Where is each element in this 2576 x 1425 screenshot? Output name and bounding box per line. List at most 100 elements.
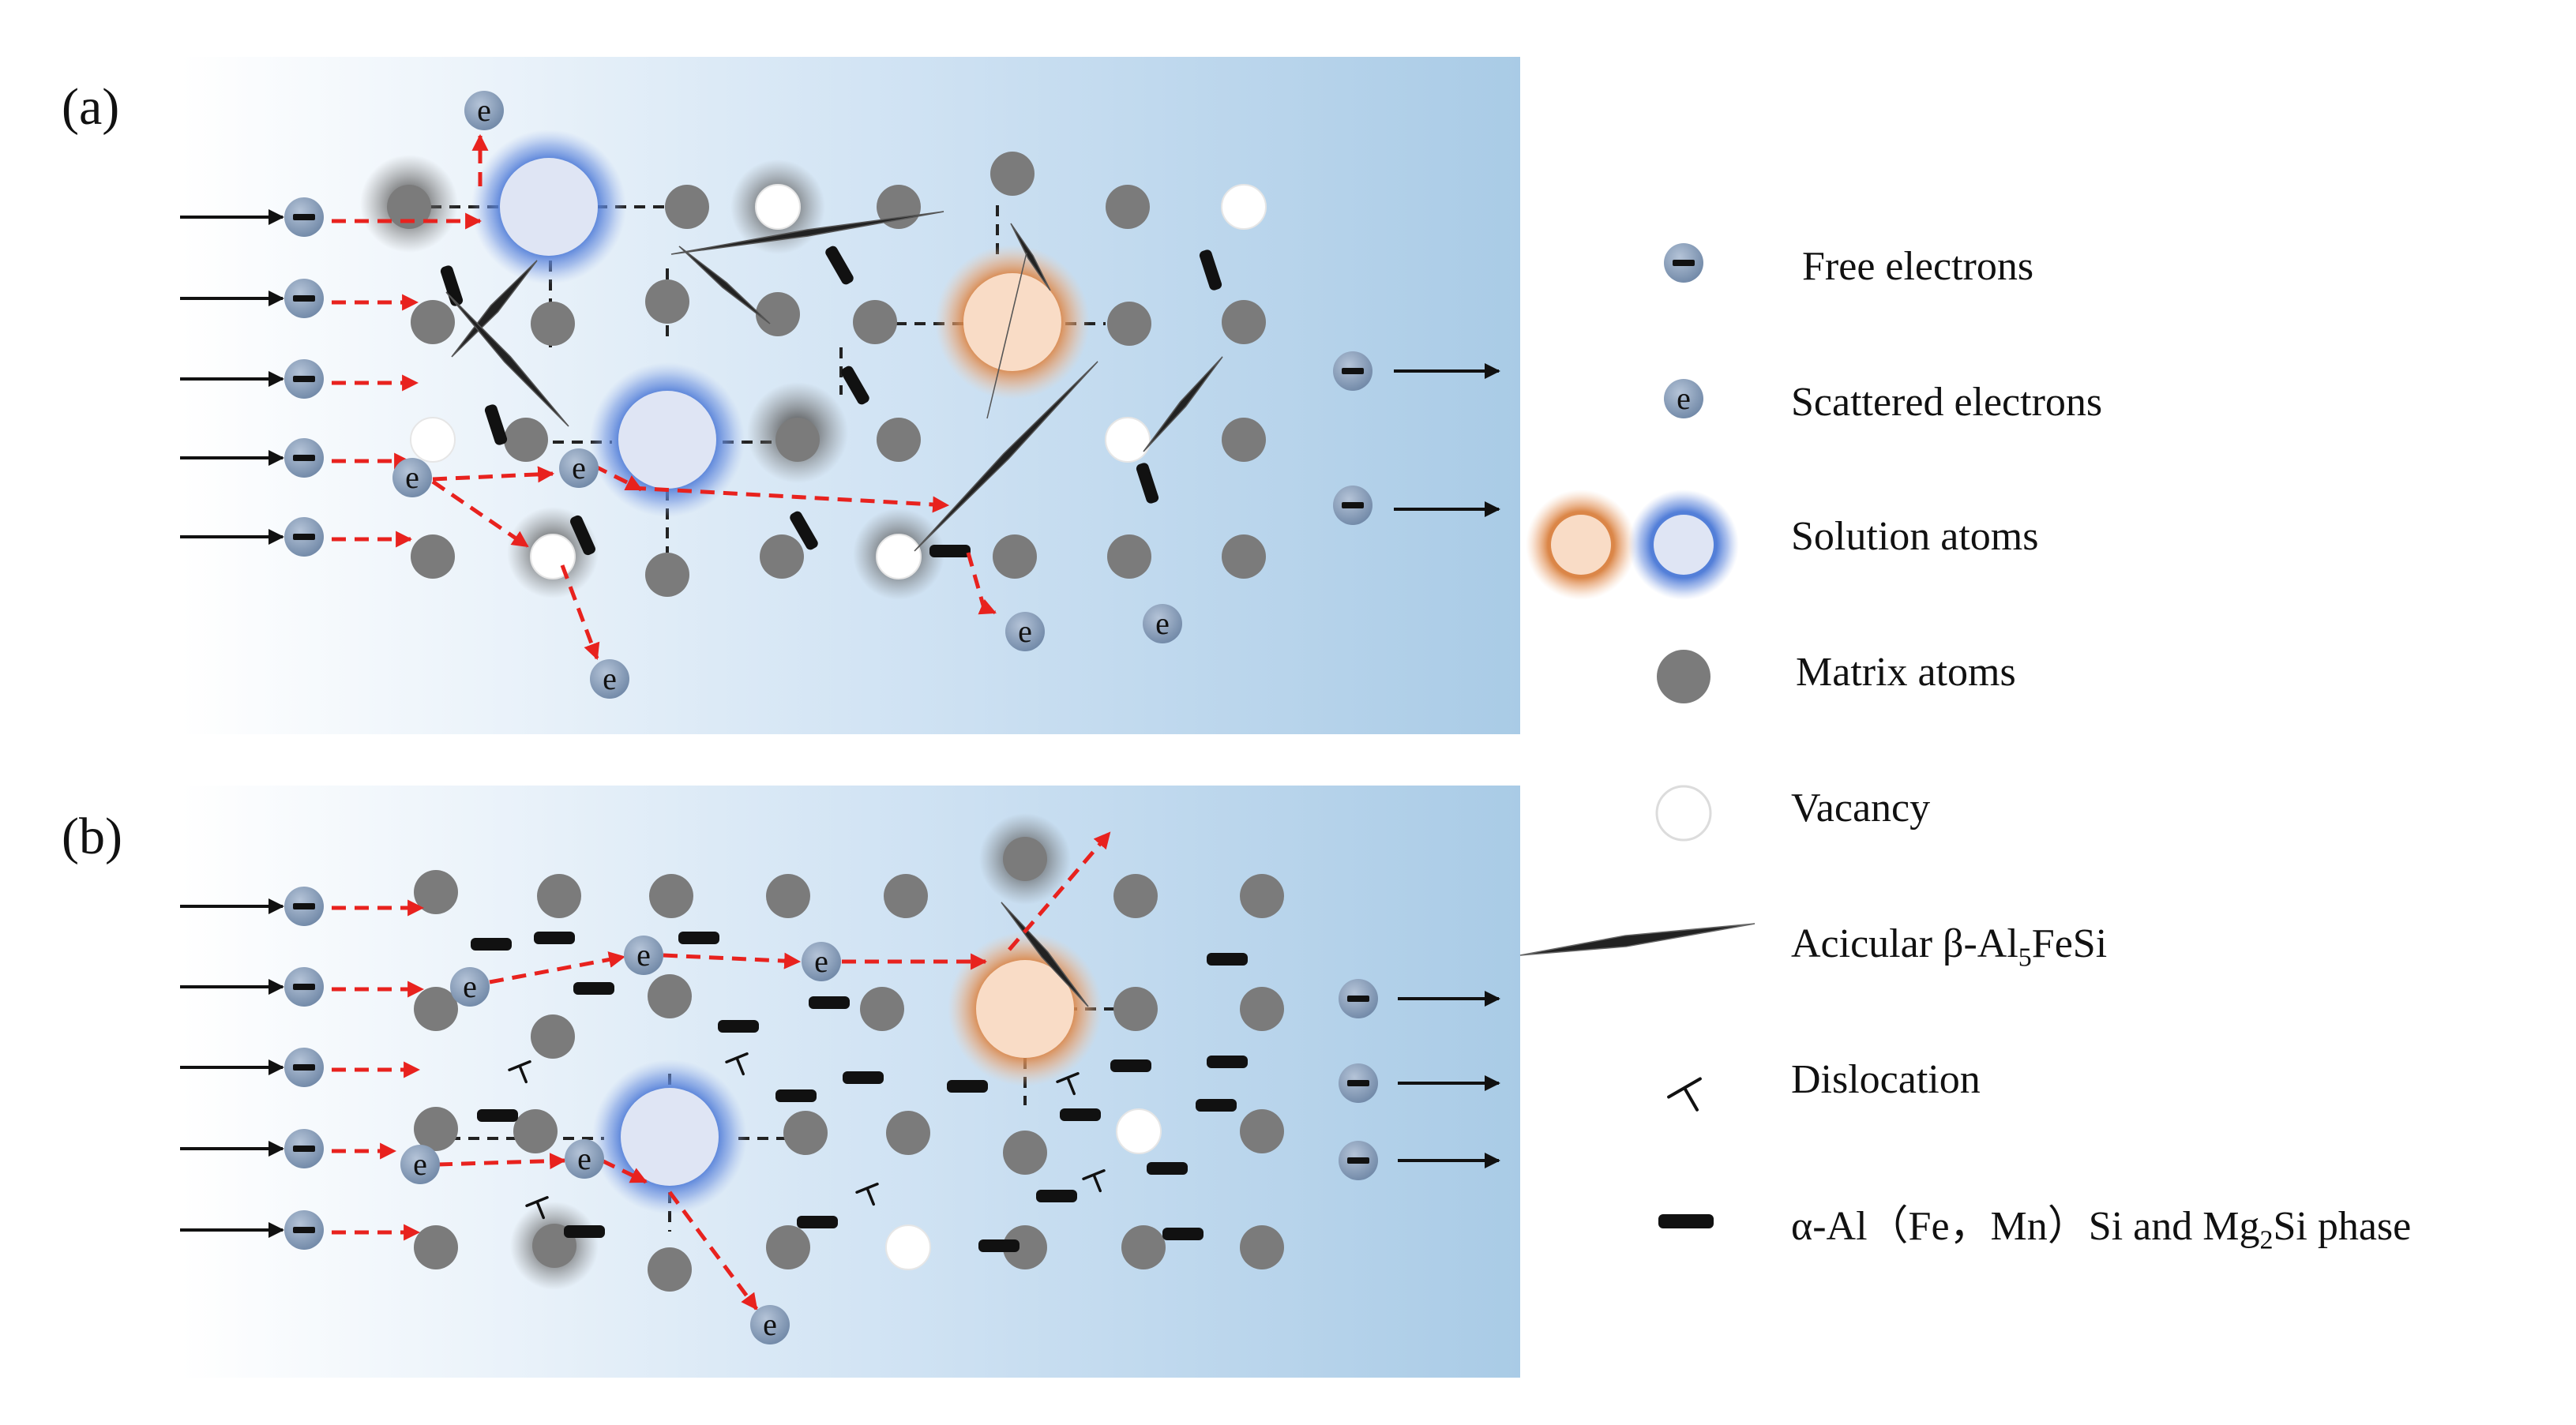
matrix-atom	[504, 418, 548, 462]
free-electron-minus	[293, 214, 315, 220]
phase-particle	[1110, 1059, 1151, 1072]
scattered-electron: e	[624, 936, 663, 975]
scattered-electron: e	[802, 942, 841, 981]
free-electron-minus	[1342, 502, 1364, 508]
matrix-atom	[760, 534, 804, 579]
free-electron-minus	[1673, 260, 1695, 266]
matrix-atom	[1240, 874, 1284, 918]
solution-atom-orange	[976, 960, 1074, 1058]
scattered-electron-label: e	[1677, 381, 1691, 416]
phase-particle	[929, 545, 971, 557]
scattered-electron-label: e	[636, 937, 651, 973]
acicular-needle	[986, 252, 1027, 419]
matrix-atom	[1240, 1225, 1284, 1269]
free-electron-minus	[293, 376, 315, 382]
acicular-needle	[1143, 356, 1223, 452]
phase-particle	[809, 996, 850, 1009]
matrix-atom	[766, 1225, 810, 1269]
phase-particle	[570, 515, 595, 556]
matrix-atom	[1003, 1131, 1047, 1175]
legend-solution-atom-blue	[1654, 515, 1714, 575]
matrix-atom	[1107, 534, 1151, 579]
phase-particle	[1147, 1162, 1188, 1175]
scattered-electron-label: e	[814, 943, 828, 979]
legend-acicular-needle	[1519, 923, 1756, 956]
scattered-electron: e	[750, 1305, 790, 1344]
free-electron-minus	[1347, 996, 1369, 1002]
scattered-electron-label: e	[463, 969, 477, 1004]
scattered-electron: e	[464, 91, 504, 130]
panel-a-background	[180, 57, 1520, 734]
panel-a-label: (a)	[62, 78, 120, 136]
free-electron-minus	[1342, 368, 1364, 374]
matrix-atom	[766, 874, 810, 918]
scattering-path	[600, 1158, 648, 1184]
phase-particle	[841, 366, 869, 405]
phase-particle	[1199, 249, 1222, 291]
scattering-path	[560, 564, 600, 660]
free-electron	[1339, 1063, 1378, 1103]
free-electron-minus	[293, 455, 315, 461]
legend-solution-atom-orange	[1551, 515, 1611, 575]
free-electron-minus	[1347, 1080, 1369, 1086]
scattered-electron-body	[464, 91, 504, 130]
phase-particle	[1207, 1056, 1248, 1068]
matrix-atom	[531, 1014, 575, 1059]
scattered-electron-label: e	[1018, 613, 1032, 649]
dislocation	[525, 1196, 549, 1220]
acicular-needle	[1001, 902, 1089, 1007]
solution-atom-blue	[621, 1088, 719, 1186]
matrix-atom	[1222, 418, 1266, 462]
legend-vacancy	[1655, 785, 1712, 842]
scattered-electron-body	[1005, 612, 1045, 651]
scattered-electron: e	[559, 448, 599, 488]
scattered-electron-body	[450, 967, 490, 1007]
scattered-electron-body	[590, 659, 629, 699]
scattered-electron: e	[565, 1139, 604, 1179]
scattered-electron-label: e	[405, 459, 419, 495]
matrix-atom	[886, 1111, 930, 1155]
free-electron	[284, 438, 324, 478]
matrix-atom	[645, 279, 689, 324]
legend-phase-text: α-Al（Fe，Mn）Si and Mg	[1791, 1204, 2260, 1249]
matrix-atom	[756, 292, 800, 336]
matrix-atom	[1113, 987, 1158, 1031]
legend-scattered-electrons-label: Scattered electrons	[1791, 380, 2103, 425]
phase-particle	[678, 932, 719, 944]
vacancy	[1105, 417, 1151, 463]
free-electron	[284, 1129, 324, 1168]
matrix-atom	[531, 302, 575, 346]
vacancy	[530, 534, 576, 579]
phase-particle	[564, 1225, 605, 1238]
matrix-atom	[1240, 1109, 1284, 1153]
scattering-path	[631, 486, 950, 513]
phase-particle	[1162, 1228, 1204, 1240]
free-electron	[284, 197, 324, 237]
phase-particle	[484, 404, 508, 445]
matrix-atom	[414, 1107, 458, 1151]
matrix-atom	[414, 1225, 458, 1269]
matrix-atom	[1121, 1225, 1166, 1269]
vacancy	[876, 534, 922, 579]
acicular-needle	[670, 211, 944, 255]
dislocation	[1082, 1169, 1106, 1193]
matrix-atom	[783, 1111, 828, 1155]
free-electron-minus	[293, 1064, 315, 1071]
free-electron-minus	[1347, 1157, 1369, 1164]
scattered-electron: e	[1005, 612, 1045, 651]
matrix-atom	[1003, 837, 1047, 881]
legend-dislocation-label: Dislocation	[1791, 1057, 1981, 1102]
matrix-atom	[411, 300, 455, 344]
scattered-electron: e	[392, 458, 432, 497]
scattering-path	[437, 1153, 567, 1170]
matrix-atom	[648, 974, 692, 1018]
matrix-atom	[1222, 300, 1266, 344]
scattered-electron-label: e	[1155, 606, 1170, 641]
scattered-electron-body	[1664, 379, 1703, 418]
matrix-atom	[411, 534, 455, 579]
free-electron-minus	[293, 1146, 315, 1152]
phase-particle	[1136, 463, 1159, 504]
matrix-atom	[414, 987, 458, 1031]
free-electron	[284, 279, 324, 318]
